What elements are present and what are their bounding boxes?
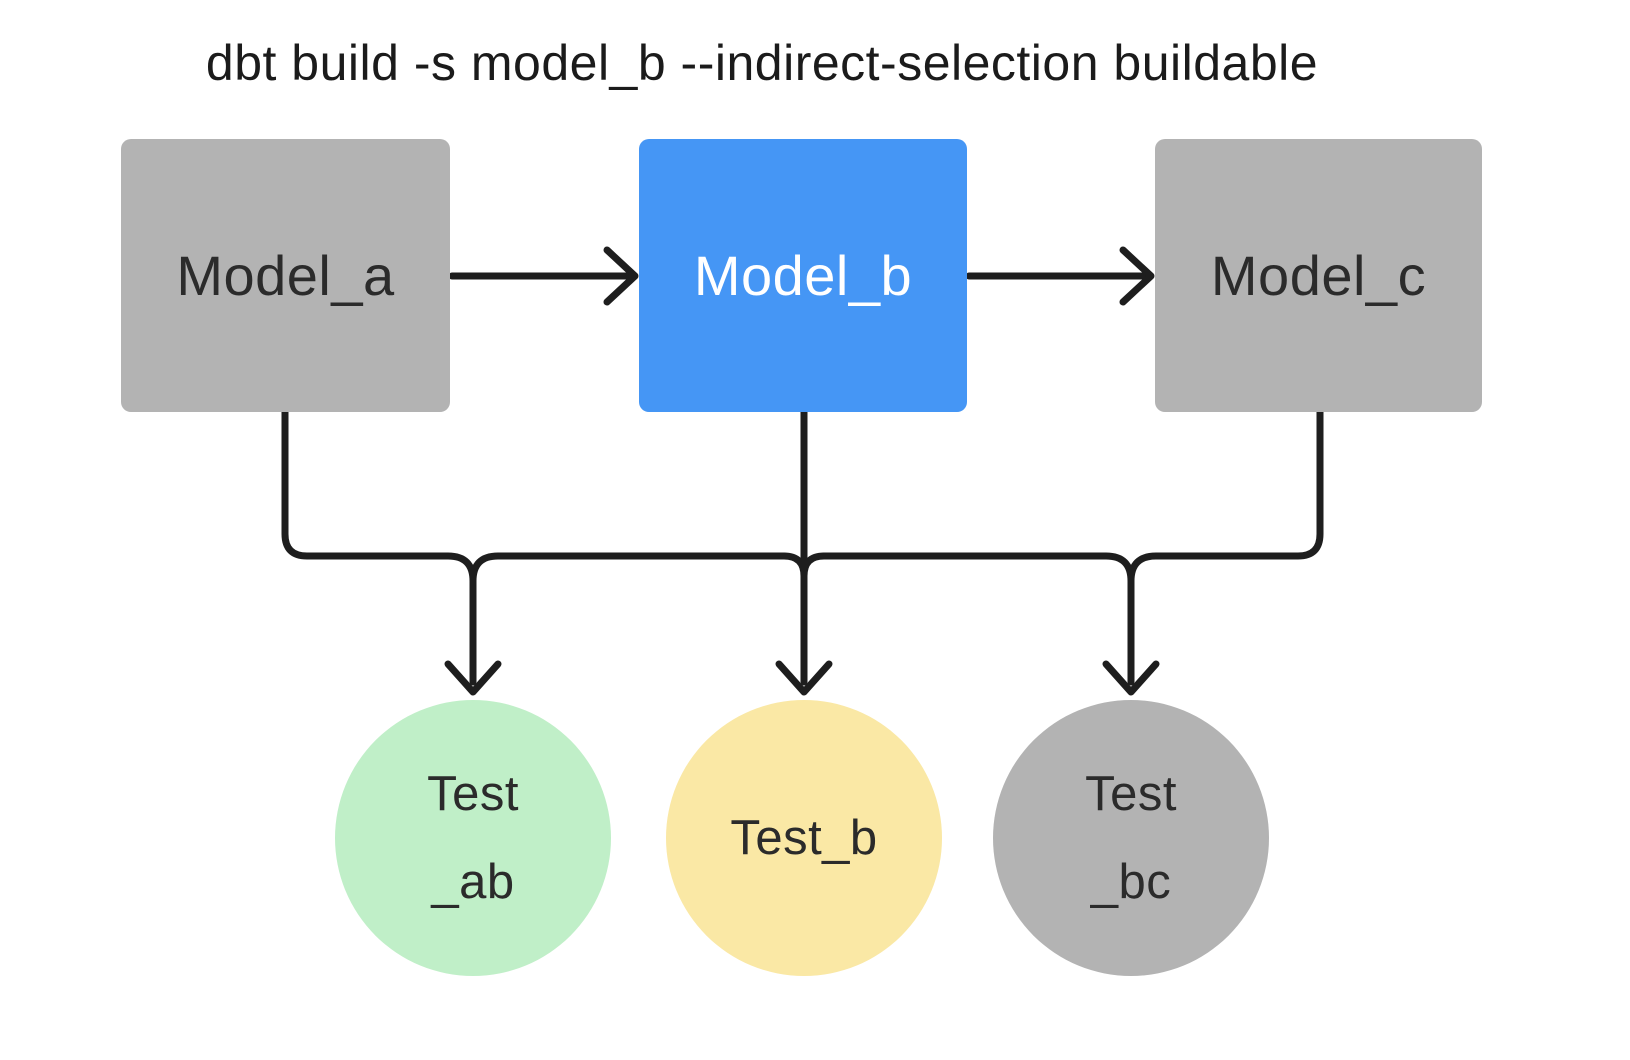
- node-test-b-label-line1: Test_b: [730, 811, 878, 865]
- node-test-bc[interactable]: Test _bc: [993, 700, 1269, 976]
- node-test-ab[interactable]: Test _ab: [335, 700, 611, 976]
- node-test-ab-label-line1: Test: [427, 767, 519, 821]
- bus-segment-center-east-and-test-bc-drop: [820, 552, 1135, 686]
- node-model-a[interactable]: Model_a: [121, 139, 450, 412]
- edge-model-c-to-bus: [1127, 406, 1324, 585]
- arrowhead-test-bc: [1102, 660, 1160, 696]
- arrowhead-model-b: [603, 246, 639, 306]
- node-model-c-label: Model_c: [1210, 244, 1427, 307]
- node-test-ab-label-line2: _ab: [431, 855, 515, 909]
- arrowhead-test-ab: [444, 660, 502, 696]
- node-test-b[interactable]: Test_b: [666, 700, 942, 976]
- bus-segment-west-center: [469, 552, 788, 585]
- diagram-title: dbt build -s model_b --indirect-selectio…: [205, 35, 1319, 91]
- node-model-a-label: Model_a: [176, 244, 395, 307]
- node-model-c[interactable]: Model_c: [1155, 139, 1482, 412]
- node-model-b-selected[interactable]: Model_b: [639, 139, 967, 412]
- node-test-bc-label-line2: _bc: [1090, 855, 1172, 909]
- edge-group: [281, 246, 1324, 696]
- arrowhead-test-b: [775, 660, 833, 696]
- node-model-b-label: Model_b: [693, 244, 913, 307]
- arrowhead-model-c: [1119, 246, 1155, 306]
- node-test-bc-label-line1: Test: [1085, 767, 1177, 821]
- edge-model-a-to-bus-and-test-ab: [281, 406, 477, 686]
